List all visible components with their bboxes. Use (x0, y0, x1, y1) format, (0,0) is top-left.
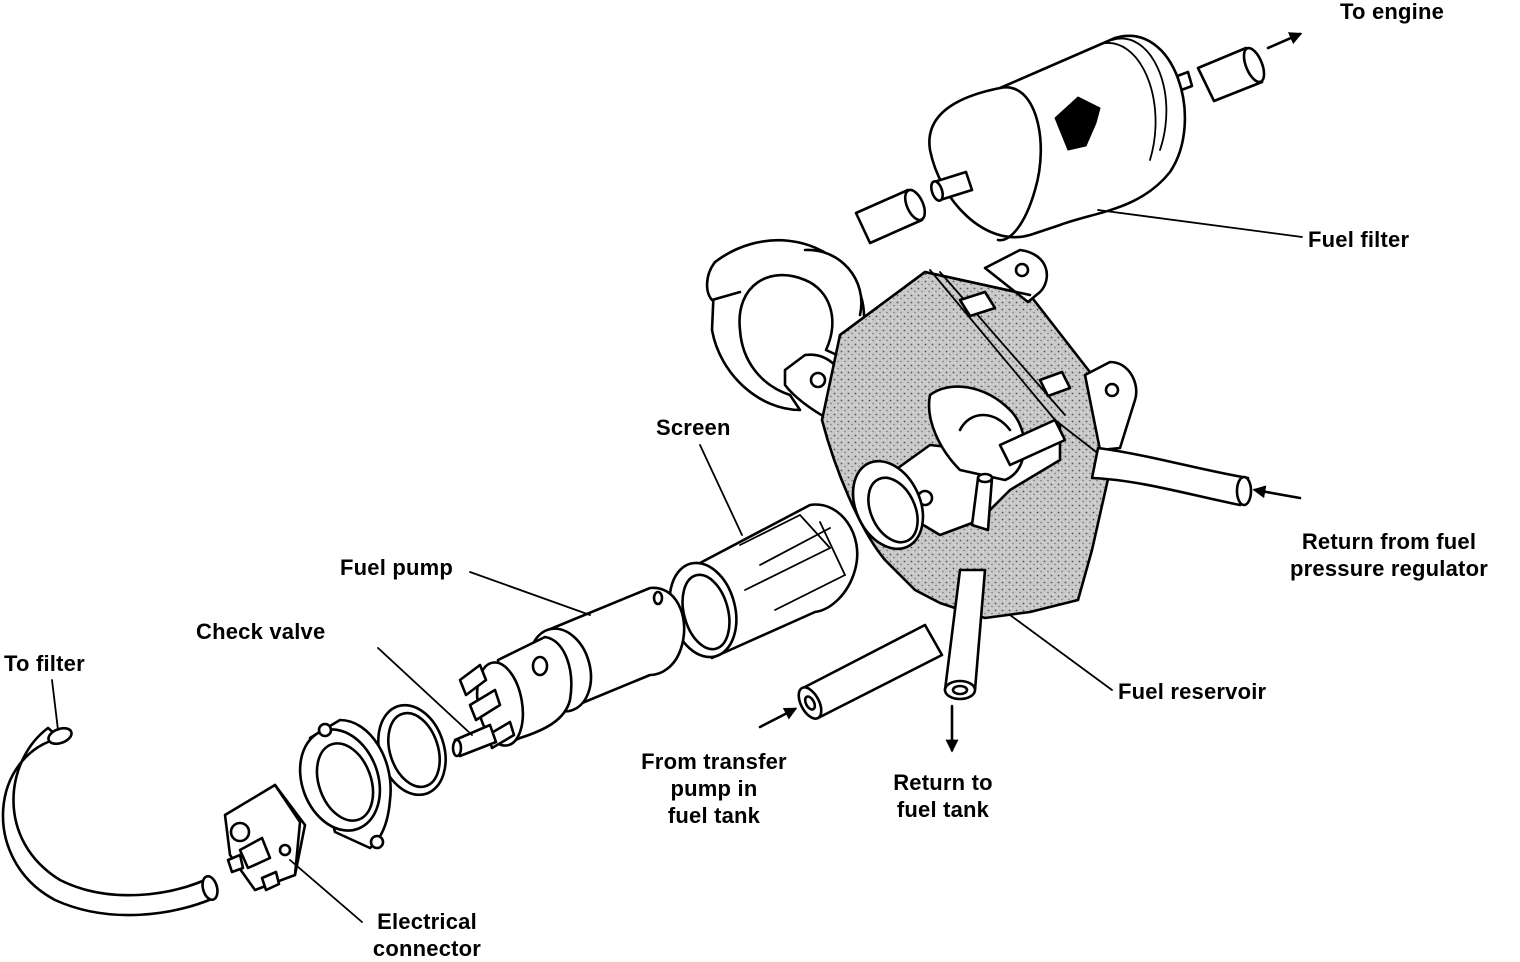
label-electrical-connector: Electrical connector (372, 909, 482, 961)
label-return-from-regulator: Return from fuel pressure regulator (1289, 529, 1488, 581)
arrow-return-from-regulator (1252, 485, 1302, 500)
hose-to-filter (1, 726, 219, 917)
arrow-to-engine (1266, 32, 1303, 50)
fuel-filter (928, 34, 1266, 242)
transfer-pump-hose (797, 623, 944, 720)
label-from-transfer-pump: From transfer pump in fuel tank (641, 749, 787, 828)
label-fuel-pump: Fuel pump (340, 555, 454, 580)
leader-lines (51, 209, 1303, 923)
pump-mounting-flange (298, 718, 392, 850)
electrical-connector (223, 783, 307, 892)
label-fuel-reservoir: Fuel reservoir (1118, 679, 1267, 704)
fuel-reservoir (705, 239, 1253, 701)
filter-outlet-hose (1196, 46, 1266, 103)
label-fuel-filter: Fuel filter (1308, 227, 1410, 252)
filter-inlet-hose (854, 188, 927, 245)
screen-filter (668, 503, 859, 660)
label-to-filter: To filter (4, 651, 85, 676)
label-check-valve: Check valve (196, 619, 326, 644)
arrow-from-transfer-pump (758, 707, 798, 729)
label-to-engine: To engine (1340, 0, 1445, 24)
label-screen: Screen (656, 415, 731, 440)
fuel-pump (451, 586, 686, 758)
label-return-to-tank: Return to fuel tank (893, 770, 993, 822)
